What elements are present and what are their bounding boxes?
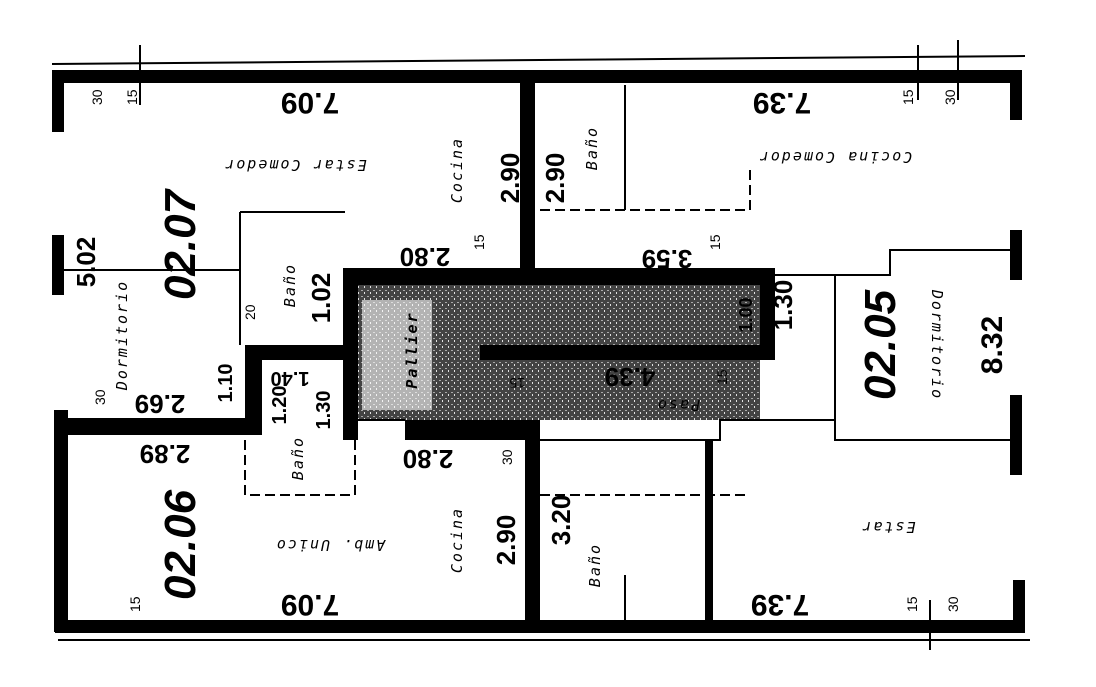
room-label-cocina-comedor: Cocina Comedor bbox=[758, 148, 912, 166]
dim-bano-lower-a: 1.20 bbox=[269, 386, 291, 425]
pallier-floor bbox=[362, 300, 432, 410]
dim-bottom-left: 7.09 bbox=[281, 588, 339, 621]
dim-amb-width: 2.89 bbox=[140, 439, 191, 469]
room-label-bano: Baño bbox=[583, 126, 601, 170]
mark-30: 30 bbox=[945, 596, 961, 612]
room-label-estar: Estar bbox=[860, 518, 915, 536]
mark-20: 20 bbox=[242, 304, 258, 320]
mark-15: 15 bbox=[707, 234, 723, 250]
dim-top-left: 7.09 bbox=[281, 86, 339, 119]
room-label-cocina: Cocina bbox=[448, 507, 466, 573]
dimension-labels: 7.09 7.39 2.90 2.90 5.02 1.02 2.80 3.59 … bbox=[71, 86, 1009, 621]
room-label-cocina: Cocina bbox=[448, 137, 466, 203]
dim-dorm-left: 5.02 bbox=[71, 237, 101, 288]
room-label-pallier: Pallier bbox=[403, 311, 421, 388]
dim-bano-mid: 1.02 bbox=[306, 273, 336, 324]
dim-bano-bottom-depth: 3.20 bbox=[546, 495, 576, 546]
dim-left-step: 1.10 bbox=[215, 364, 237, 403]
mark-15: 15 bbox=[127, 596, 143, 612]
room-label-bano: Baño bbox=[289, 436, 307, 480]
dim-paso-width: 4.39 bbox=[605, 362, 656, 392]
room-label-bano: Baño bbox=[281, 263, 299, 307]
room-label-dormitorio: Dormitorio bbox=[928, 289, 946, 400]
dim-bottom-right: 7.39 bbox=[751, 588, 809, 621]
dim-right-inner: 3.59 bbox=[642, 244, 693, 274]
dim-dorm-right: 8.32 bbox=[976, 316, 1009, 374]
room-label-paso: Paso bbox=[656, 396, 700, 414]
dim-cocina-bottom-depth: 2.90 bbox=[491, 515, 521, 566]
mark-15: 15 bbox=[509, 375, 525, 391]
mark-15: 15 bbox=[124, 89, 140, 105]
partitions bbox=[64, 85, 1010, 620]
dim-right-step: 1.30 bbox=[768, 280, 798, 331]
dim-dorm-left-width: 2.69 bbox=[135, 389, 186, 419]
mark-15: 15 bbox=[714, 369, 730, 385]
room-label-estar-comedor: Estar Comedor bbox=[223, 156, 366, 174]
unit-number-0206: 02.06 bbox=[156, 489, 205, 600]
dim-bano-lower-b: 1.30 bbox=[313, 391, 335, 430]
dim-cocina-top: 2.90 bbox=[495, 153, 525, 204]
dim-bano-lower-width: 1.40 bbox=[271, 367, 310, 389]
mark-30: 30 bbox=[89, 89, 105, 105]
room-label-amb-unico: Amb. Unico bbox=[275, 536, 386, 554]
mark-30: 30 bbox=[942, 89, 958, 105]
mark-15: 15 bbox=[900, 89, 916, 105]
wall-thickness-marks: 15 30 15 15 15 30 20 30 15 15 30 15 15 3… bbox=[89, 89, 961, 612]
dim-pallier-top: 2.80 bbox=[400, 242, 451, 272]
mark-30: 30 bbox=[499, 449, 515, 465]
dim-cocina-bottom-width: 2.80 bbox=[403, 444, 454, 474]
mark-15: 15 bbox=[904, 596, 920, 612]
unit-number-0205: 02.05 bbox=[856, 289, 905, 400]
dim-closet: 1.00 bbox=[736, 297, 756, 332]
room-label-dormitorio: Dormitorio bbox=[113, 280, 131, 391]
mark-30: 30 bbox=[92, 389, 108, 405]
unit-number-0207: 02.07 bbox=[156, 187, 205, 300]
walls bbox=[52, 70, 1025, 633]
room-label-bano: Baño bbox=[586, 543, 604, 587]
dim-top-right: 7.39 bbox=[753, 86, 811, 119]
mark-15: 15 bbox=[471, 234, 487, 250]
dim-bano-top: 2.90 bbox=[540, 153, 570, 204]
